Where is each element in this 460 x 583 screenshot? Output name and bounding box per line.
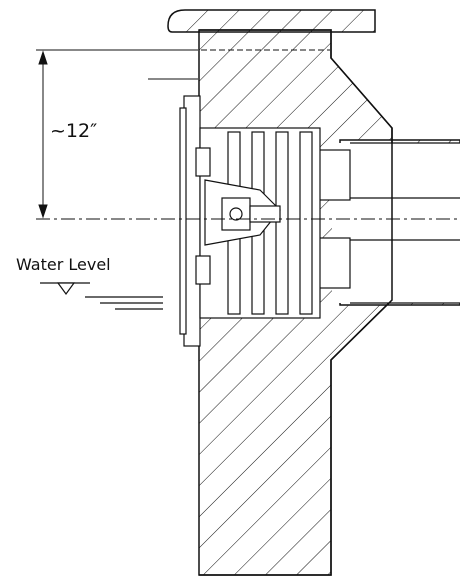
pipe-bore [332,143,460,303]
water-level-label: Water Level [16,255,111,274]
wall-outline [199,29,393,576]
dimension-label: ~12″ [50,120,98,142]
wall-cap [167,9,376,33]
valve-assembly [179,95,321,347]
water-level-symbol [40,282,163,310]
dimension-marker [36,49,198,219]
pipe [317,142,460,304]
